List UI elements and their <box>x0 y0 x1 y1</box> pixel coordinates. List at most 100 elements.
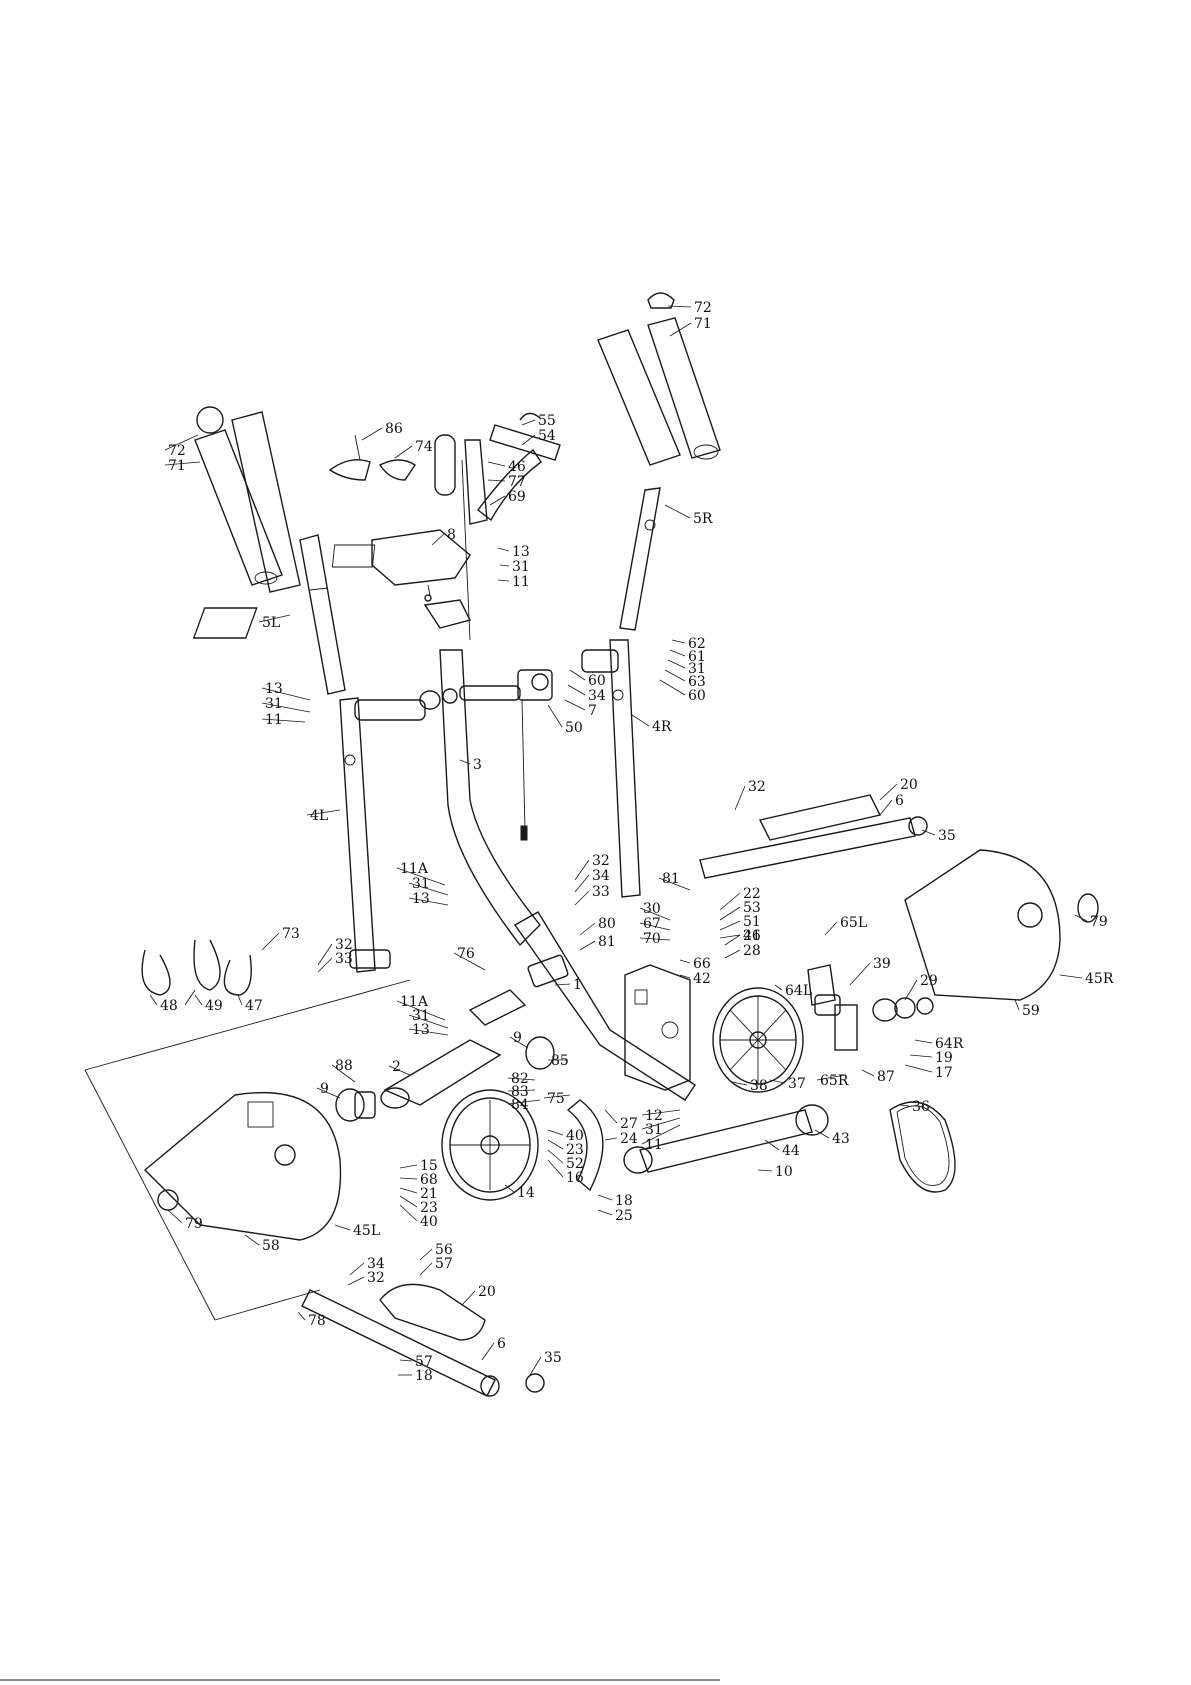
callout-label-31-b: 31 <box>412 1008 430 1024</box>
callout-leader-70 <box>639 937 671 941</box>
left-grip-sleeves <box>194 406 301 593</box>
callout-leader-30 <box>639 907 671 921</box>
wire-harness <box>141 939 252 1006</box>
callout-label-42: 42 <box>693 971 711 987</box>
callout-label-78: 78 <box>308 1313 326 1329</box>
callout-label-73: 73 <box>282 926 300 942</box>
callout-leader-20-low <box>461 1290 476 1306</box>
callout-label-76: 76 <box>457 946 475 962</box>
callout-leader-31-m <box>408 882 449 896</box>
callout-leader-1 <box>554 983 571 986</box>
callout-leader-71-right <box>669 322 692 337</box>
callout-label-19: 19 <box>935 1050 953 1066</box>
callout-label-24: 24 <box>620 1131 638 1147</box>
callout-leader-53 <box>719 906 741 921</box>
callout-leader-20-top <box>879 783 898 801</box>
callout-label-85: 85 <box>551 1053 569 1069</box>
left-pedal-arm-6 <box>301 1283 545 1397</box>
callout-label-43: 43 <box>832 1131 850 1147</box>
callout-label-32-b: 32 <box>367 1270 385 1286</box>
callout-label-46: 46 <box>508 459 526 475</box>
callout-leader-3 <box>459 759 471 765</box>
callout-label-6-low: 6 <box>497 1336 506 1352</box>
callout-leader-79-right <box>1074 914 1088 922</box>
magnet-brake-24 <box>566 1099 604 1192</box>
callout-label-86: 86 <box>385 421 403 437</box>
rear-stabilizer-2 <box>380 989 527 1109</box>
callout-label-57-b: 57 <box>415 1354 433 1370</box>
callout-leader-7 <box>564 699 586 711</box>
callout-leader-16 <box>547 1159 564 1178</box>
callout-label-40-a: 40 <box>566 1128 584 1144</box>
callout-label-83: 83 <box>511 1084 529 1100</box>
callout-leader-23-a <box>547 1139 564 1150</box>
callout-leader-6-low <box>481 1342 495 1361</box>
callout-leader-83 <box>507 1089 536 1092</box>
callout-leader-50 <box>547 704 563 728</box>
callout-label-52: 52 <box>566 1156 584 1172</box>
callout-leader-18-a <box>597 1194 613 1201</box>
callout-label-55: 55 <box>538 413 556 429</box>
frame-housing <box>624 964 691 1091</box>
crank-39 <box>807 964 934 1051</box>
callout-label-72-right: 72 <box>694 300 712 316</box>
callout-leader-75 <box>543 1094 571 1099</box>
callout-leader-36 <box>899 1104 910 1107</box>
callout-label-74: 74 <box>415 439 433 455</box>
callout-label-65L: 65L <box>840 915 867 931</box>
callout-leader-72-right <box>667 305 692 308</box>
grip-54 <box>434 434 456 496</box>
callout-label-34-low: 34 <box>367 1256 385 1272</box>
callout-label-34-a: 34 <box>588 688 606 704</box>
callout-label-34-m: 34 <box>592 868 610 884</box>
callout-leader-71-left <box>164 461 201 466</box>
flywheel-14 <box>441 1089 539 1201</box>
right-grip-sleeves <box>597 292 721 466</box>
callout-leader-31-c <box>641 1117 681 1130</box>
callout-leader-34-m <box>574 874 590 893</box>
callout-label-23-a: 23 <box>566 1142 584 1158</box>
callout-leader-65R <box>816 1074 846 1081</box>
callout-leader-81-b <box>579 940 596 951</box>
callout-leader-74 <box>394 445 413 459</box>
callout-label-30: 30 <box>643 901 661 917</box>
callout-leader-11-left <box>261 718 306 723</box>
callout-label-31-c: 31 <box>645 1122 663 1138</box>
callout-label-32-low: 32 <box>335 937 353 953</box>
callout-label-31-m: 31 <box>412 876 430 892</box>
boundary-line-top <box>84 979 411 1071</box>
callout-label-31-r: 31 <box>688 661 706 677</box>
callout-leader-28 <box>724 949 741 959</box>
callout-label-33-m: 33 <box>592 884 610 900</box>
boundary-line-bottom <box>214 1289 321 1321</box>
callout-label-57-a: 57 <box>435 1256 453 1272</box>
callout-label-38: 38 <box>750 1078 768 1094</box>
callout-leader-43 <box>814 1129 830 1139</box>
callout-label-11A-a: 11A <box>400 861 429 877</box>
callout-leader-22 <box>719 892 741 911</box>
callout-leader-69 <box>489 495 506 506</box>
callout-label-49: 49 <box>205 998 223 1014</box>
callout-leader-29 <box>904 979 918 1001</box>
callout-leader-5L <box>258 614 291 623</box>
callout-leader-5R <box>664 504 691 519</box>
callout-label-48: 48 <box>160 998 178 1014</box>
left-pivot-tube <box>354 685 521 721</box>
callout-label-23-b: 23 <box>420 1200 438 1216</box>
callout-label-60-b: 60 <box>688 688 706 704</box>
belt-36 <box>889 1101 956 1193</box>
callout-leader-6-top <box>879 799 893 816</box>
callout-label-66: 66 <box>693 956 711 972</box>
callout-leader-72-left <box>164 434 199 451</box>
callout-label-84: 84 <box>511 1097 529 1113</box>
callout-leader-82 <box>507 1077 536 1081</box>
callout-leader-64R <box>914 1039 933 1044</box>
callout-leader-27 <box>604 1109 618 1124</box>
front-stabilizer-44 <box>623 1104 829 1174</box>
callout-label-11-c: 11 <box>645 1137 663 1153</box>
callout-leader-35-top <box>921 829 936 836</box>
callout-leader-68 <box>399 1177 418 1180</box>
callout-leader-63 <box>664 669 686 682</box>
callout-label-13-m: 13 <box>412 891 430 907</box>
